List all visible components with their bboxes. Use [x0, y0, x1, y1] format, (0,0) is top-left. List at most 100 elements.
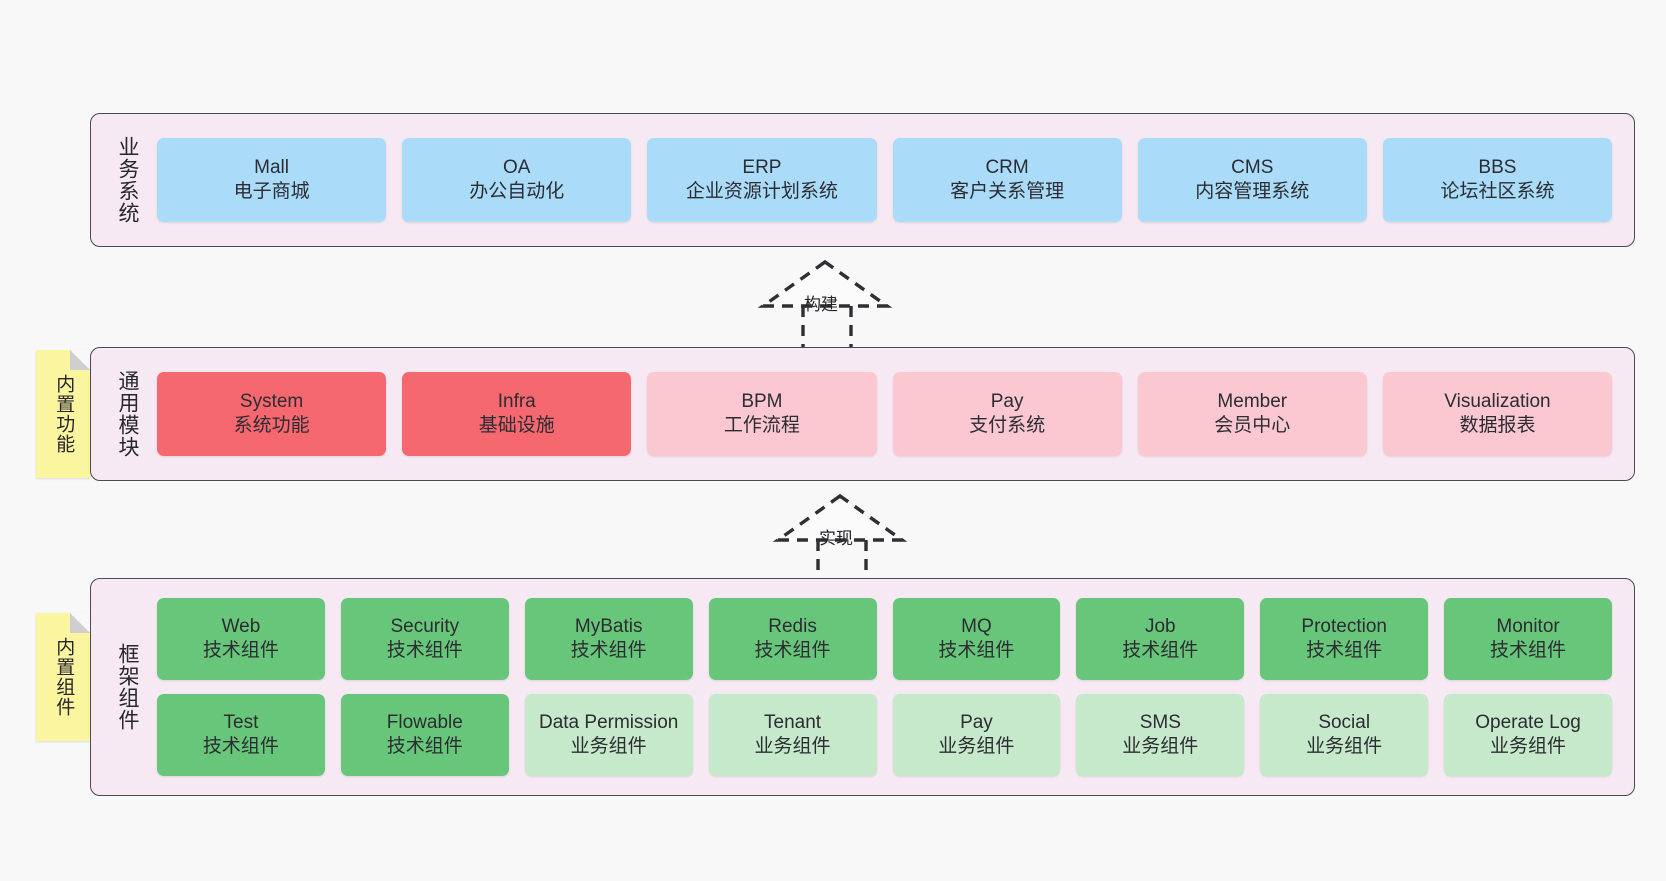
sticky-note-builtin-features-label: 内置功能 — [53, 374, 75, 454]
card-subtitle: 技术组件 — [754, 640, 831, 661]
card-title: Flowable — [386, 712, 463, 734]
layer-framework-component-title: 框架组件 — [116, 643, 139, 731]
card-title: Security — [390, 616, 460, 638]
page-fold-icon — [70, 613, 90, 633]
card-title: BPM — [741, 391, 783, 413]
card-title: Data Permission — [538, 712, 679, 734]
sticky-note-builtin-features: 内置功能 — [36, 350, 90, 478]
card-subtitle: 技术组件 — [386, 736, 463, 757]
card-title: System — [239, 391, 304, 413]
card-subtitle: 数据报表 — [1459, 415, 1536, 436]
card-subtitle: 会员中心 — [1214, 415, 1291, 436]
connector-build: 构建 — [755, 258, 905, 348]
connector-build-arrow — [757, 259, 893, 348]
card-subtitle: 电子商城 — [233, 181, 310, 202]
layer-business-system-title: 业务系统 — [116, 136, 139, 224]
card-title: CMS — [1231, 157, 1274, 179]
card-title: Social — [1318, 712, 1371, 734]
card-title: Mall — [254, 157, 289, 179]
layer-common-module-title: 通用模块 — [116, 370, 139, 458]
card-title: OA — [503, 157, 531, 179]
card-title: Protection — [1301, 616, 1387, 638]
card-subtitle: 技术组件 — [938, 640, 1015, 661]
sticky-note-builtin-components: 内置组件 — [36, 613, 90, 741]
card-subtitle: 支付系统 — [969, 415, 1046, 436]
card-title: Web — [221, 616, 261, 638]
card-title: Visualization — [1444, 391, 1551, 413]
connector-implement-label: 实现 — [819, 529, 853, 548]
connector-implement-arrow — [772, 493, 908, 578]
card-title: Operate Log — [1475, 712, 1581, 734]
card-subtitle: 业务组件 — [1306, 736, 1383, 757]
card-subtitle: 企业资源计划系统 — [685, 181, 838, 202]
card-subtitle: 客户关系管理 — [950, 181, 1065, 202]
sticky-note-builtin-components-label: 内置组件 — [53, 637, 75, 717]
card-subtitle: 技术组件 — [386, 640, 463, 661]
card-title: Pay — [960, 712, 993, 734]
card-title: MQ — [961, 616, 992, 638]
card-title: BBS — [1478, 157, 1517, 179]
connector-implement: 实现 — [768, 492, 918, 578]
card-title: Member — [1217, 391, 1288, 413]
card-title: Infra — [497, 391, 536, 413]
card-title: Redis — [768, 616, 817, 638]
card-title: Monitor — [1496, 616, 1560, 638]
card-title: CRM — [985, 157, 1029, 179]
card-subtitle: 业务组件 — [1122, 736, 1199, 757]
card-subtitle: 技术组件 — [202, 640, 279, 661]
card-title: Test — [223, 712, 259, 734]
card-subtitle: 业务组件 — [938, 736, 1015, 757]
card-title: Job — [1144, 616, 1176, 638]
card-subtitle: 业务组件 — [570, 736, 647, 757]
card-subtitle: 论坛社区系统 — [1440, 181, 1555, 202]
card-subtitle: 办公自动化 — [469, 181, 565, 202]
card-title: Tenant — [764, 712, 822, 734]
connector-build-label: 构建 — [804, 295, 838, 314]
